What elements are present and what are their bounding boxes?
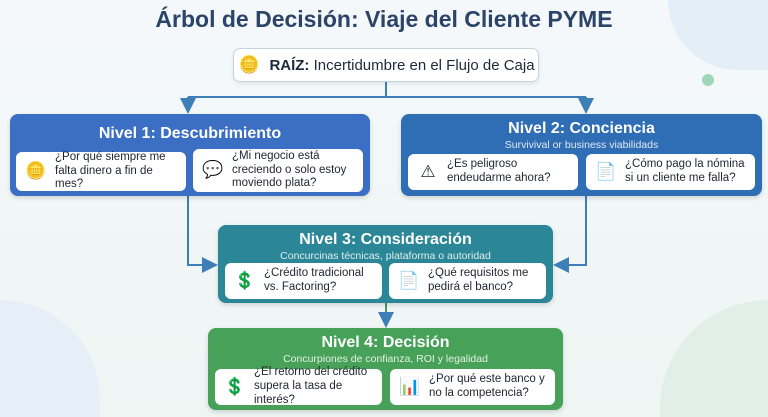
root-label: Incertidumbre en el Flujo de Caja: [313, 56, 535, 74]
question-card: 💲 ¿Crédito tradicional vs. Factoring?: [225, 263, 382, 299]
question-text: ¿Qué requisitos me pedirá el banco?: [428, 267, 529, 293]
question-text: ¿Es peligroso endeudarme ahora?: [447, 158, 551, 184]
hand-coin-icon: 💲: [234, 270, 256, 290]
level-2-box: Nivel 2: Conciencia Survivival or busine…: [401, 114, 762, 196]
connector-level1-level3: [187, 196, 218, 273]
level-subtitle: Concurpiones de confianza, ROI y legalid…: [283, 353, 488, 365]
question-text: ¿Cómo pago la nómina si un cliente me fa…: [625, 158, 745, 184]
level-subtitle: Survivival or business viabilidads: [504, 139, 659, 151]
question-text: ¿Por qué este banco y no la competencia?: [429, 373, 545, 399]
page-title: Árbol de Decisión: Viaje del Cliente PYM…: [155, 6, 613, 32]
level-1-box: Nivel 1: Descubrimiento 🪙 ¿Por qué siempr…: [10, 114, 370, 196]
coins-icon: 🪙: [238, 55, 261, 74]
question-text: ¿Crédito tradicional vs. Factoring?: [264, 267, 364, 293]
question-text: ¿Por qué siempre me falta dinero a fin d…: [55, 150, 166, 191]
level-title: Nivel 4: Decisión: [321, 334, 450, 351]
coins-icon: 🪙: [25, 161, 47, 181]
level-3-box: Nivel 3: Consideración Concurcinas técni…: [218, 225, 553, 303]
root-node: 🪙 RAÍZ: Incertidumbre en el Flujo de Caj…: [233, 48, 539, 82]
chart-report-icon: 📊: [399, 376, 421, 396]
question-card: 📄 ¿Cómo pago la nómina si un cliente me f…: [586, 154, 755, 190]
question-card: ⚠ ¿Es peligroso endeudarme ahora?: [408, 154, 578, 190]
question-card: 📄 ¿Qué requisitos me pedirá el banco?: [389, 263, 546, 299]
hand-coin-icon: 💲: [224, 376, 246, 396]
decor-dot: [702, 74, 714, 86]
question-text: ¿El retorno del crédito supera la tasa d…: [254, 366, 368, 406]
document-check-icon: 📄: [398, 270, 420, 290]
question-bubble-icon: 💬: [202, 160, 224, 180]
level-4-box: Nivel 4: Decisión Concurpiones de confia…: [208, 328, 563, 410]
connector-root: [188, 82, 586, 98]
level-title: Nivel 3: Consideración: [299, 231, 472, 248]
connector-level2-level3: [553, 196, 587, 273]
level-title: Nivel 1: Descubrimiento: [98, 125, 282, 142]
question-card: 🪙 ¿Por qué siempre me falta dinero a fin …: [16, 150, 186, 191]
warning-bubble-icon: ⚠: [420, 161, 436, 181]
level-subtitle: Concurcinas técnicas, plataforma o autor…: [280, 250, 491, 262]
question-card: 💲 ¿El retorno del crédito supera la tasa …: [215, 366, 382, 406]
root-label-bold: RAÍZ:: [269, 56, 310, 74]
level-title: Nivel 2: Conciencia: [508, 120, 655, 137]
question-card: 💬 ¿Mi negocio está creciendo o solo estoy…: [193, 149, 363, 192]
question-text: ¿Mi negocio está creciendo o solo estoy …: [232, 149, 347, 190]
document-check-icon: 📄: [595, 161, 617, 181]
question-card: 📊 ¿Por qué este banco y no la competencia…: [390, 369, 555, 405]
